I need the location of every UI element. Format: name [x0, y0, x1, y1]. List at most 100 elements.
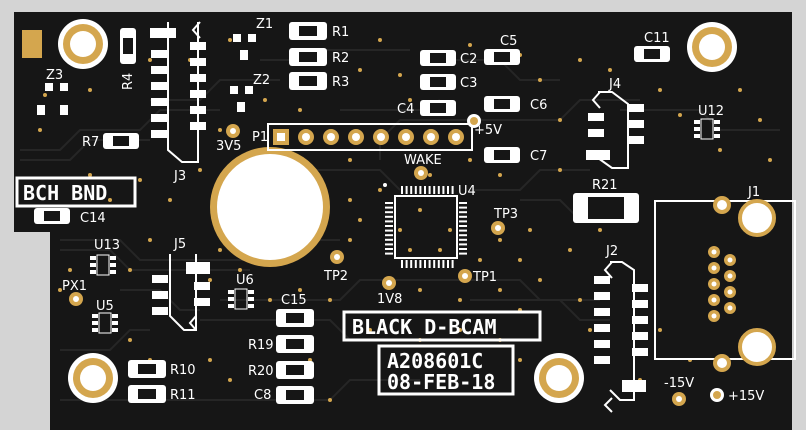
label-C6: C6 [530, 98, 547, 113]
R10-footprint [128, 360, 166, 378]
label-5V: +5V [474, 123, 502, 138]
designator-labels: R1 R2 R3 R4 R7 R10 R11 R19 R20 R21 C2 C3… [46, 17, 764, 404]
C7-footprint [484, 147, 520, 163]
R3-footprint [289, 72, 327, 90]
corner-square-pad [22, 30, 42, 58]
mounting-hole-bottom-mid [534, 353, 584, 403]
label-U5: U5 [96, 299, 114, 314]
tp-5v [467, 114, 481, 128]
C5-footprint [484, 49, 520, 65]
label-PX1: PX1 [62, 279, 87, 294]
label-U6: U6 [236, 273, 254, 288]
smd-parts-top [34, 22, 670, 224]
label-C4: C4 [397, 102, 414, 117]
part-number: A208601C [387, 349, 483, 373]
zener-diodes [37, 34, 256, 115]
R21-footprint [573, 193, 639, 223]
tp-TP1 [458, 269, 472, 283]
tp-n15v [672, 392, 686, 406]
U6-chip [228, 288, 254, 310]
U12-chip [694, 118, 720, 140]
label-C11: C11 [644, 31, 670, 46]
label-R10: R10 [170, 363, 196, 378]
label-R1: R1 [332, 25, 349, 40]
R1-footprint [289, 22, 327, 40]
smd-parts-bottom [128, 309, 314, 404]
R20-footprint [276, 361, 314, 379]
C15-footprint [276, 309, 314, 327]
label-R20: R20 [248, 364, 274, 379]
label-3V5: 3V5 [216, 139, 241, 154]
label-R2: R2 [332, 51, 349, 66]
label-J3: J3 [173, 169, 186, 184]
label-C7: C7 [530, 149, 547, 164]
J3-connector [150, 21, 206, 163]
label-Z1: Z1 [256, 17, 273, 32]
test-points [69, 114, 724, 406]
label-C15: C15 [281, 293, 307, 308]
label-C14: C14 [80, 211, 106, 226]
label-C3: C3 [460, 76, 477, 91]
label-J5: J5 [173, 237, 186, 252]
U13-chip [90, 254, 116, 276]
tp-1v8 [382, 276, 396, 290]
camera-aperture [210, 147, 330, 267]
P1-header [267, 123, 473, 151]
C8-footprint [276, 386, 314, 404]
label-C5: C5 [500, 34, 517, 49]
C6-footprint [484, 96, 520, 112]
J4-connector [586, 91, 644, 169]
tp-wake [414, 166, 428, 180]
mounting-hole-top-right [687, 22, 737, 72]
C2-footprint [420, 50, 456, 66]
bch-bnd-label: BCH BND [23, 181, 107, 205]
partnum-box [377, 344, 515, 396]
label-R3: R3 [332, 75, 349, 90]
label-C2: C2 [460, 52, 477, 67]
J5-connector [152, 254, 210, 331]
title-box [342, 310, 542, 342]
label-R7: R7 [82, 135, 99, 150]
mounting-hole-bottom-left [68, 353, 118, 403]
C4-footprint [420, 100, 456, 116]
label-1V8: 1V8 [377, 292, 402, 307]
R11-footprint [128, 385, 166, 403]
label-U4: U4 [458, 184, 476, 199]
small-ics [90, 118, 720, 334]
tp-p15v [710, 388, 724, 402]
label-R19: R19 [248, 338, 274, 353]
label-WAKE: WAKE [404, 153, 442, 168]
label-TP2: TP2 [323, 269, 348, 284]
label-R4: R4 [121, 73, 136, 90]
label-Z3: Z3 [46, 68, 63, 83]
U5-chip [92, 312, 118, 334]
R7-footprint [103, 133, 139, 149]
board-date: 08-FEB-18 [387, 370, 495, 394]
R4-footprint [120, 28, 136, 64]
label-U12: U12 [698, 104, 724, 119]
tp-3v5 [226, 124, 240, 138]
label-J1: J1 [747, 185, 760, 200]
bch-bnd-box [15, 176, 137, 208]
label-J4: J4 [608, 77, 621, 92]
label-J2: J2 [605, 244, 618, 259]
label-p15V: +15V [728, 389, 764, 404]
tp-TP3 [491, 221, 505, 235]
label-R11: R11 [170, 388, 196, 403]
C3-footprint [420, 74, 456, 90]
label-C8: C8 [254, 388, 271, 403]
J1-connector [654, 196, 796, 372]
R19-footprint [276, 335, 314, 353]
label-TP1: TP1 [472, 270, 497, 285]
board-title: BLACK D-BCAM [352, 315, 497, 339]
R2-footprint [289, 48, 327, 66]
label-TP3: TP3 [493, 207, 518, 222]
label-n15V: -15V [664, 376, 694, 391]
U4-chip [385, 186, 467, 268]
label-Z2: Z2 [253, 73, 270, 88]
tp-TP2 [330, 250, 344, 264]
C14-footprint [34, 208, 70, 224]
label-P1: P1 [252, 130, 268, 145]
tp-PX1 [69, 292, 83, 306]
